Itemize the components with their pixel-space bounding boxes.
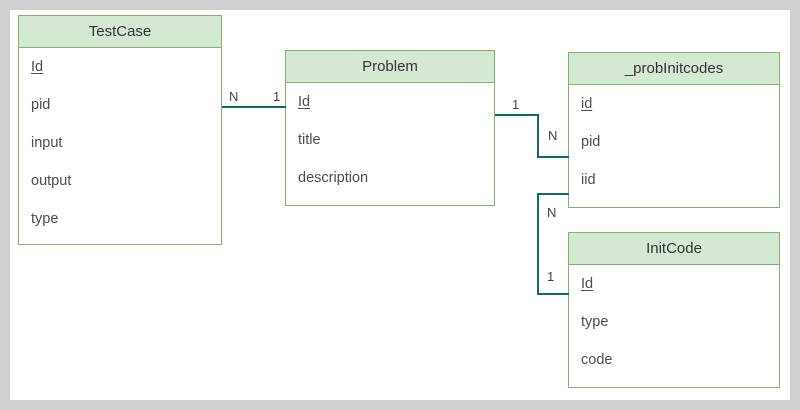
attribute-row: title <box>298 132 321 148</box>
entity-probinitcodes[interactable]: _probInitcodes id pid iid <box>568 52 780 208</box>
entity-initcode[interactable]: InitCode Id type code <box>568 232 780 388</box>
attribute-row: output <box>31 173 72 189</box>
cardinality-label: 1 <box>547 269 555 284</box>
attribute-row: description <box>298 170 369 186</box>
attribute-list-probinitcodes: id pid iid <box>569 85 779 199</box>
entity-title-probinitcodes: _probInitcodes <box>569 53 779 85</box>
attribute-row: id <box>581 96 593 112</box>
attribute-row: code <box>581 352 613 368</box>
cardinality-label: N <box>547 205 557 220</box>
attribute-row: input <box>31 135 63 151</box>
entity-title-initcode: InitCode <box>569 233 779 265</box>
attribute-row: iid <box>581 172 596 188</box>
attribute-list-testcase: Id pid input output type <box>19 48 221 238</box>
entity-testcase[interactable]: TestCase Id pid input output type <box>18 15 222 245</box>
entity-title-testcase: TestCase <box>19 16 221 48</box>
attribute-row: Id <box>581 276 594 292</box>
attribute-row: Id <box>298 94 311 110</box>
entity-title-problem: Problem <box>286 51 494 83</box>
attribute-row: type <box>581 314 609 330</box>
attribute-row: pid <box>31 97 51 113</box>
cardinality-label: 1 <box>273 89 281 104</box>
connector-problem-probinitcodes-seg3 <box>537 156 569 158</box>
attribute-list-initcode: Id type code <box>569 265 779 379</box>
diagram-canvas: TestCase Id pid input output type Proble… <box>10 10 790 400</box>
connector-probinitcodes-initcode-seg1 <box>537 193 569 195</box>
cardinality-label: 1 <box>512 97 520 112</box>
attribute-row: pid <box>581 134 601 150</box>
cardinality-label: N <box>229 89 239 104</box>
connector-probinitcodes-initcode-seg2 <box>537 193 539 295</box>
cardinality-label: N <box>548 128 558 143</box>
connector-problem-probinitcodes-seg2 <box>537 114 539 158</box>
entity-problem[interactable]: Problem Id title description <box>285 50 495 206</box>
connector-problem-probinitcodes-seg1 <box>495 114 539 116</box>
attribute-row: Id <box>31 59 44 75</box>
attribute-row: type <box>31 211 59 227</box>
connector-probinitcodes-initcode-seg3 <box>537 293 569 295</box>
connector-testcase-problem <box>222 106 286 108</box>
attribute-list-problem: Id title description <box>286 83 494 197</box>
